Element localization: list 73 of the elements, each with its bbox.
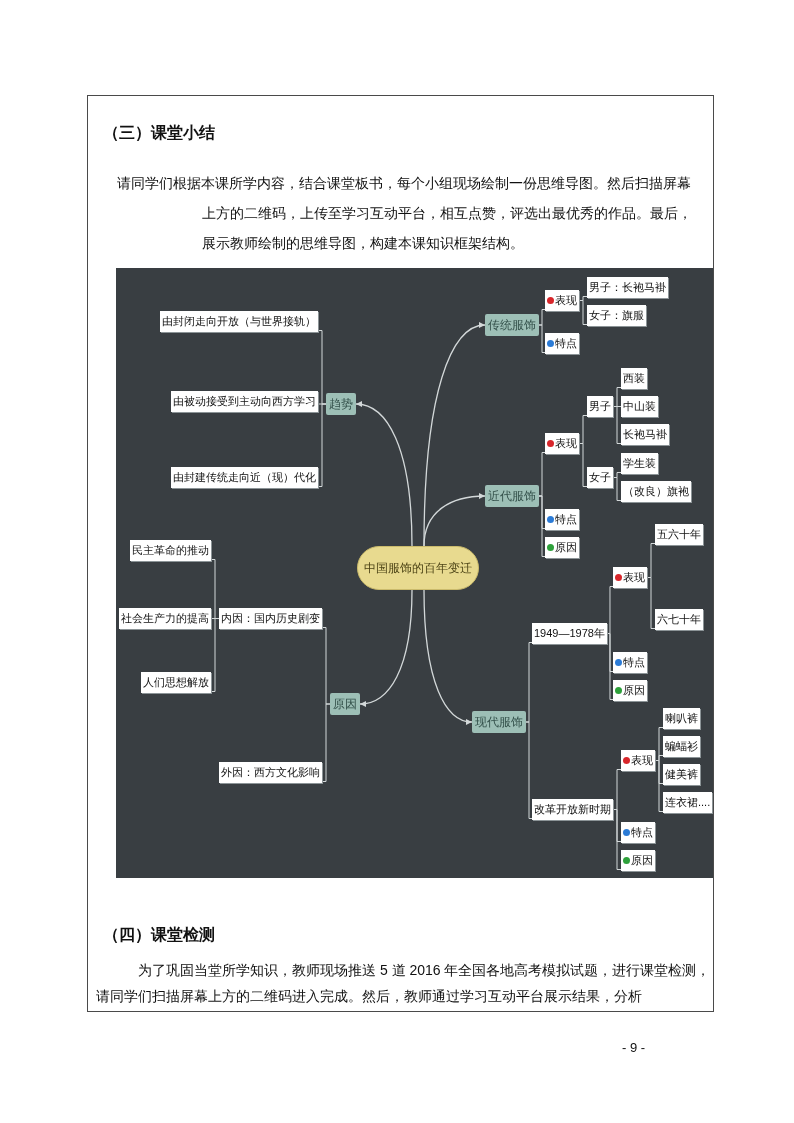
topic-label: 长袍马褂 <box>623 427 667 442</box>
topic-label: 喇叭裤 <box>665 711 698 726</box>
topic-label: 表现 <box>555 436 577 451</box>
topic-label: 女子 <box>589 470 611 485</box>
subtopic <box>621 850 655 871</box>
topic-label: 1949—1978年 <box>534 626 605 641</box>
topic-label: 近代服饰 <box>488 488 536 504</box>
section-heading: （四）课堂检测 <box>103 925 215 945</box>
curved-arrow <box>355 401 413 547</box>
topic-label: 由封建传统走向近（现）代化 <box>173 470 316 485</box>
curved-arrow <box>423 589 473 725</box>
topic-label: 六七十年 <box>657 612 701 627</box>
topic-label: 表现 <box>623 570 645 585</box>
topic-label: 由被动接受到主动向西方学习 <box>173 394 316 409</box>
subtopic <box>613 652 647 673</box>
topic-label: 中山装 <box>623 399 656 414</box>
curved-arrow <box>359 589 413 707</box>
topic-label: （改良）旗袍 <box>623 484 689 499</box>
subtopic <box>545 290 579 311</box>
topic-label: 内因：国内历史剧变 <box>221 611 320 626</box>
paragraph-text: 为了巩固当堂所学知识，教师现场推送 5 道 2016 年全国各地高考模拟试题，进行课堂检测，请同学们扫描屏幕上方的二维码进入完成。然后，教师通过学习互动平台展示结果，分析 <box>96 961 712 1006</box>
topic-label: 民主革命的推动 <box>132 543 209 558</box>
topic-label: 连衣裙.... <box>665 795 711 810</box>
topic-label: 趋势 <box>329 396 353 412</box>
section-heading: （三）课堂小结 <box>103 123 215 143</box>
topic-label: 特点 <box>623 655 645 670</box>
page-number: - 9 - <box>622 1040 646 1056</box>
subtopic <box>545 537 579 558</box>
connector-line <box>525 642 533 723</box>
topic-label: 蝙蝠衫 <box>665 739 698 754</box>
topic-label: 原因 <box>631 853 653 868</box>
topic-label: 表现 <box>555 293 577 308</box>
topic-label: 外因：西方文化影响 <box>221 765 320 780</box>
topic-label: 传统服饰 <box>488 317 536 333</box>
topic-label: 西装 <box>623 371 645 386</box>
topic-label: 表现 <box>631 753 653 768</box>
connector-line <box>321 703 331 782</box>
subtopic <box>613 567 647 588</box>
topic-label: 现代服饰 <box>475 714 523 730</box>
topic-label: 人们思想解放 <box>143 675 209 690</box>
connector-line <box>538 495 546 557</box>
topic-label: 改革开放新时期 <box>534 802 611 817</box>
topic-label: 学生装 <box>623 456 656 471</box>
topic-label: 原因 <box>333 696 357 712</box>
subtopic <box>613 680 647 701</box>
curved-arrow <box>423 493 486 547</box>
topic-label: 由封闭走向开放（与世界接轨） <box>162 314 316 329</box>
topic-label: 原因 <box>555 540 577 555</box>
subtopic <box>621 822 655 843</box>
paragraph-text: 请同学们根据本课所学内容，结合课堂板书，每个小组现场绘制一份思维导图。然后扫描屏幕上方的二维码，上传至学习互动平台，相互点赞，评选出最优秀的作品。最后，展示教师绘制的思维导图，构建本课知识框架结构。 <box>117 174 693 253</box>
subtopic <box>545 433 579 454</box>
topic-label: 男子 <box>589 399 611 414</box>
connector-line <box>525 721 533 819</box>
topic-label: 原因 <box>623 683 645 698</box>
connector-line <box>317 403 327 487</box>
topic-label: 特点 <box>555 336 577 351</box>
topic-label: 特点 <box>631 825 653 840</box>
topic-label: 健美裤 <box>665 767 698 782</box>
topic-label: 五六十年 <box>657 527 701 542</box>
subtopic <box>621 750 655 771</box>
topic-label: 特点 <box>555 512 577 527</box>
connector-line <box>538 324 546 353</box>
connector-line <box>538 452 546 497</box>
topic-label: 社会生产力的提高 <box>121 611 209 626</box>
connector-line <box>538 309 546 326</box>
topic-label: 中国服饰的百年变迁 <box>364 560 472 576</box>
connector-line <box>606 586 614 634</box>
topic-label: 女子：旗服 <box>589 308 644 323</box>
central-topic <box>357 546 479 590</box>
subtopic <box>545 333 579 354</box>
topic-label: 男子：长袍马褂 <box>589 280 666 295</box>
subtopic <box>545 509 579 530</box>
connector-line <box>606 633 614 700</box>
